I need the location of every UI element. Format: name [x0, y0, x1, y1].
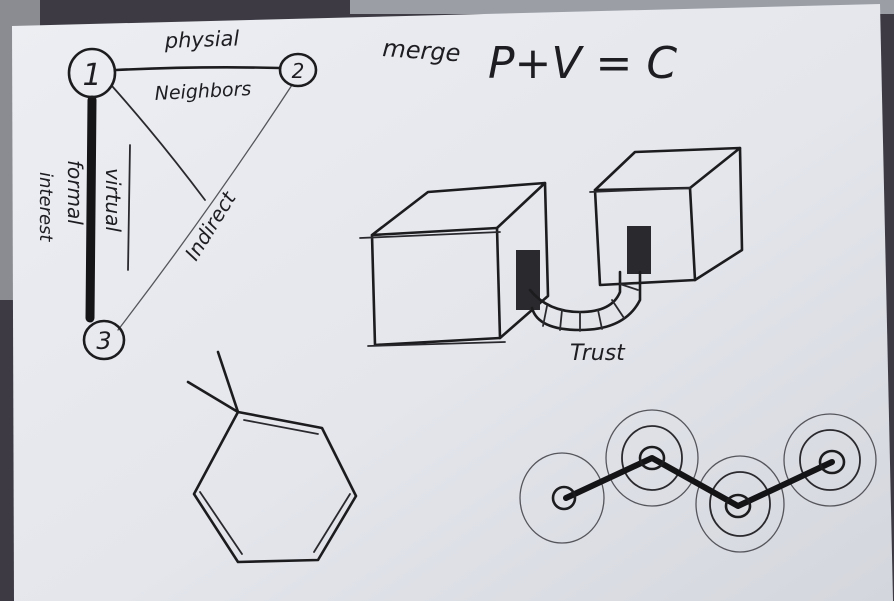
- edge-formal-interest: [85, 95, 97, 323]
- cube-right-opening: [627, 226, 651, 274]
- node-3: 3: [82, 319, 126, 361]
- molecule-bonds: [563, 455, 835, 509]
- cube-left-opening: [516, 250, 540, 310]
- formula-expression: P+V = C: [488, 38, 677, 89]
- trust-cubes: Trust: [359, 146, 744, 366]
- hexagon-sketch: [186, 350, 358, 564]
- label-neighbors: Neighbors: [154, 78, 252, 105]
- label-interest: interest: [35, 172, 56, 242]
- paper-sheet: [12, 4, 893, 601]
- merge-formula: merge P+V = C: [382, 34, 678, 89]
- node-3-label: 3: [96, 327, 111, 355]
- edge-physical: [114, 66, 282, 72]
- trust-bridge: [528, 270, 642, 332]
- node-2-label: 2: [292, 59, 305, 83]
- edge-virtual-tick: [127, 144, 131, 271]
- label-trust: Trust: [570, 341, 626, 366]
- formula-word: merge: [382, 34, 462, 67]
- edge-indirect: [117, 84, 293, 331]
- node-1-label: 1: [82, 58, 101, 93]
- cube-left: [359, 181, 550, 347]
- molecule-chain: [519, 409, 877, 553]
- node-1: 1: [67, 47, 117, 99]
- edge-virtual-diagonal: [111, 85, 206, 201]
- cube-right: [589, 146, 744, 287]
- label-formal: formal: [63, 160, 87, 225]
- label-virtual: virtual: [101, 168, 125, 232]
- node-2: 2: [278, 52, 318, 88]
- label-physial: physial: [163, 26, 240, 53]
